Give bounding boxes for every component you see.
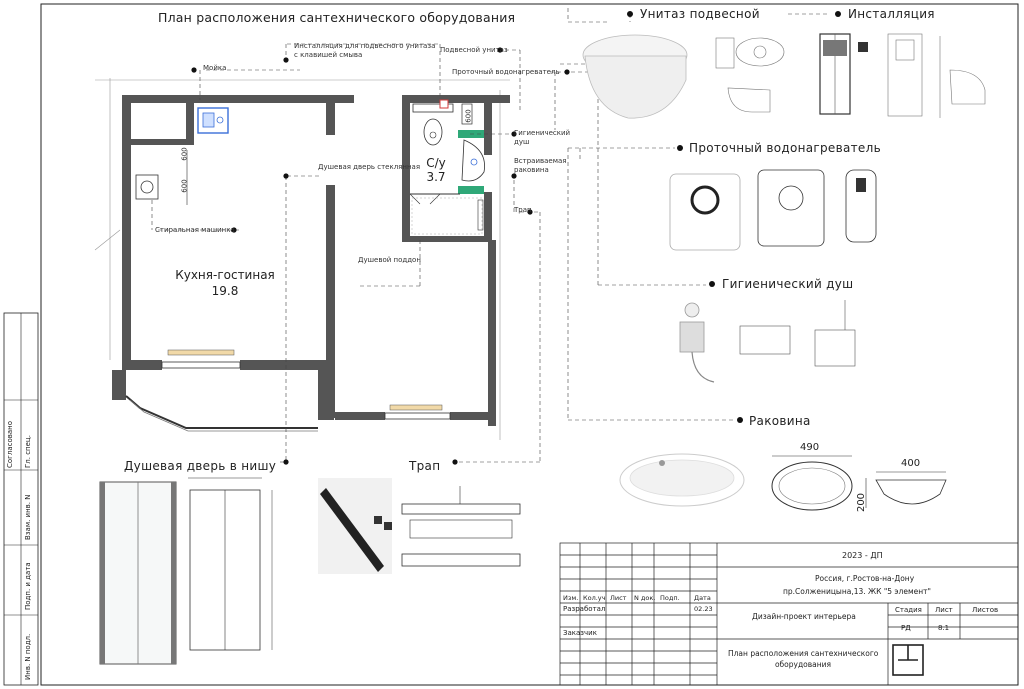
sink-dim-width: 490 <box>800 442 820 453</box>
tb-sheet: 8.1 <box>938 624 950 632</box>
tb-h-list: Лист <box>610 594 627 602</box>
tb-sheets-hdr: Листов <box>972 606 999 614</box>
label-washing-machine: Стиральная машинка <box>155 226 235 234</box>
heater-illustration <box>669 169 877 251</box>
hygienic-illustration <box>679 300 856 383</box>
floor-plan <box>94 8 830 463</box>
strip-inv-orig: Инв. N подл. <box>24 633 32 680</box>
label-water-heater: Проточный водонагреватель <box>452 68 560 76</box>
label-built-in-sink: Встраиваемая раковина <box>514 157 567 174</box>
label-shower-door: Душевая дверь стеклянная <box>318 163 421 171</box>
tb-h-sign: Подп. <box>660 594 680 602</box>
sink-dim-height: 200 <box>856 492 868 513</box>
door-illustration <box>99 477 273 665</box>
installation-illustration <box>819 33 986 118</box>
label-sink-kitchen: Мойка <box>203 64 227 72</box>
tb-developed: Разработал <box>563 605 606 613</box>
tb-customer: Заказчик <box>563 629 597 637</box>
label-installation: Инсталляция для подвесного унитаза с кла… <box>294 42 436 59</box>
section-toilet: Унитаз подвесной <box>640 7 760 21</box>
section-door: Душевая дверь в нишу <box>124 459 277 473</box>
sink-illustration <box>619 453 947 511</box>
left-strip <box>3 312 39 686</box>
label-hygienic: Гигиенический душ <box>514 129 571 146</box>
room-bath-name: С/у <box>426 156 446 170</box>
tb-stage-hdr: Стадия <box>895 606 922 614</box>
section-drain: Трап <box>409 459 441 473</box>
drain-illustration <box>318 478 521 574</box>
strip-replace-inv: Взам. инв. N <box>24 494 32 540</box>
label-wall-toilet: Подвесной унитаз <box>440 46 508 54</box>
logo-mark <box>892 644 924 676</box>
plan-title: План расположения сантехнического оборуд… <box>158 10 516 25</box>
strip-sign-date: Подп. и дата <box>24 562 32 610</box>
tb-project: Дизайн-проект интерьера <box>752 612 856 621</box>
tb-h-kol: Кол.уч <box>583 594 606 602</box>
dim-1: 600 <box>180 147 189 161</box>
tb-sheet-title: План расположения сантехнического оборуд… <box>728 649 879 669</box>
section-sink: Раковина <box>749 414 811 428</box>
strip-chief: Гл. спец. <box>24 435 32 468</box>
label-shower-tray: Душевой поддон <box>358 256 421 264</box>
tb-h-izm: Изм. <box>563 594 579 602</box>
tb-stage: РД <box>901 624 911 632</box>
room-kitchen-name: Кухня-гостиная <box>175 268 275 282</box>
title-block-grid <box>559 542 1019 686</box>
tb-h-ndoc: N док. <box>634 594 656 602</box>
tb-date: 02.23 <box>694 605 713 613</box>
strip-agreed: Согласовано <box>6 420 14 468</box>
toilet-illustration <box>582 34 785 119</box>
tb-code: 2023 - ДП <box>842 551 883 560</box>
section-heater: Проточный водонагреватель <box>689 141 881 155</box>
sink-dim-depth: 400 <box>901 458 921 469</box>
section-installation: Инсталляция <box>848 7 935 21</box>
tb-h-date: Дата <box>694 594 711 602</box>
tb-address2: пр.Солженицына,13. ЖК "5 элемент" <box>783 587 931 596</box>
label-drain: Трап <box>514 206 532 214</box>
dim-2: 600 <box>180 179 189 193</box>
tb-sheet-hdr: Лист <box>935 606 953 614</box>
dim-3: 600 <box>464 109 473 123</box>
room-bath-area: 3.7 <box>426 170 446 184</box>
section-hygienic: Гигиенический душ <box>722 277 854 291</box>
room-kitchen-area: 19.8 <box>211 284 239 298</box>
tb-address1: Россия, г.Ростов-на-Дону <box>815 574 915 583</box>
